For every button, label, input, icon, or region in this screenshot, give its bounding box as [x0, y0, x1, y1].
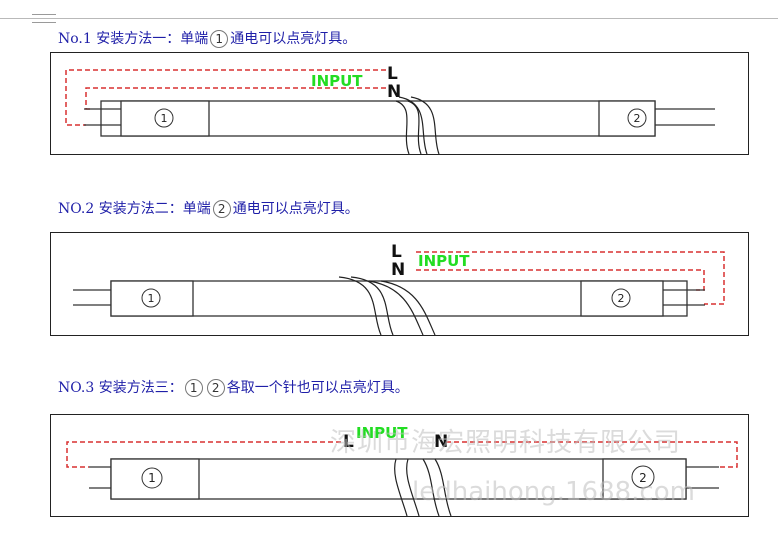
section-3-end-badge-1: 1 [184, 379, 203, 397]
section-2-desc: 通电可以点亮灯具。 [232, 201, 359, 217]
end-badge-circle [631, 465, 655, 489]
end-badge-circle [141, 288, 161, 308]
section-3-end-badge-2: 2 [206, 379, 225, 397]
end-badge-circle [141, 467, 163, 489]
input-label: INPUT [356, 424, 408, 442]
end-badge-circle [154, 108, 174, 128]
diagram-3: 1 2 INPUT L N [66, 424, 738, 517]
neutral-label: N [391, 260, 405, 280]
section-1-heading: No.1 安装方法一：单端 1 通电可以点亮灯具。 [58, 30, 356, 48]
wire-live-3 [66, 441, 341, 468]
endcap-right [598, 100, 656, 137]
section-2-heading: NO.2 安装方法二：单端 2 通电可以点亮灯具。 [58, 200, 359, 218]
diagram-2-panel: 1 2 L N INPUT [50, 232, 749, 336]
cable-right [422, 458, 452, 517]
cable-right [368, 280, 436, 336]
end-label-1: 1 [161, 112, 168, 125]
cable-right [398, 96, 440, 155]
watermark-company: 深圳市海宏照明科技有限公司 [330, 428, 682, 458]
end-label-1: 1 [148, 292, 155, 305]
diagram-1-panel: 1 2 INPUT L N [50, 52, 749, 155]
input-label: INPUT [311, 72, 363, 90]
end-badge-circle [611, 288, 631, 308]
neutral-label: N [434, 432, 448, 452]
live-label: L [387, 64, 398, 84]
wire-live-1 [65, 69, 386, 126]
diagram-2: 1 2 L N INPUT [73, 242, 725, 336]
end-label-2: 2 [634, 112, 641, 125]
section-3-title: NO.3 安装方法三： [58, 380, 183, 396]
watermark-site: ledhaihong.1688.com [412, 477, 695, 507]
section-2-title: NO.2 安装方法二：单端 [58, 201, 211, 217]
wire-live-2 [416, 251, 725, 305]
input-label: INPUT [418, 252, 470, 270]
tube-body [110, 458, 687, 500]
diagram-1: 1 2 INPUT L N [65, 64, 715, 155]
top-divider [0, 18, 778, 19]
end-label-1: 1 [148, 471, 156, 485]
section-2-end-badge: 2 [212, 200, 231, 218]
cable-left [394, 458, 420, 517]
window-handle-icon [32, 14, 56, 23]
wire-neutral-3 [446, 441, 738, 468]
section-3-heading: NO.3 安装方法三： 1 2 各取一个针也可以点亮灯具。 [58, 379, 409, 397]
neutral-label: N [387, 82, 401, 102]
diagram-3-panel: 1 2 INPUT L N [50, 414, 749, 517]
live-label: L [343, 432, 354, 452]
end-badge-circle [627, 108, 647, 128]
section-1-title: No.1 安装方法一：单端 [58, 31, 209, 47]
end-label-2: 2 [639, 471, 647, 485]
section-3-desc: 各取一个针也可以点亮灯具。 [226, 380, 409, 396]
section-1-desc: 通电可以点亮灯具。 [230, 31, 357, 47]
cable-left [338, 276, 394, 336]
end-label-2: 2 [618, 292, 625, 305]
section-1-end-badge: 1 [210, 30, 229, 48]
live-label: L [391, 242, 402, 262]
cable-left [395, 100, 422, 155]
